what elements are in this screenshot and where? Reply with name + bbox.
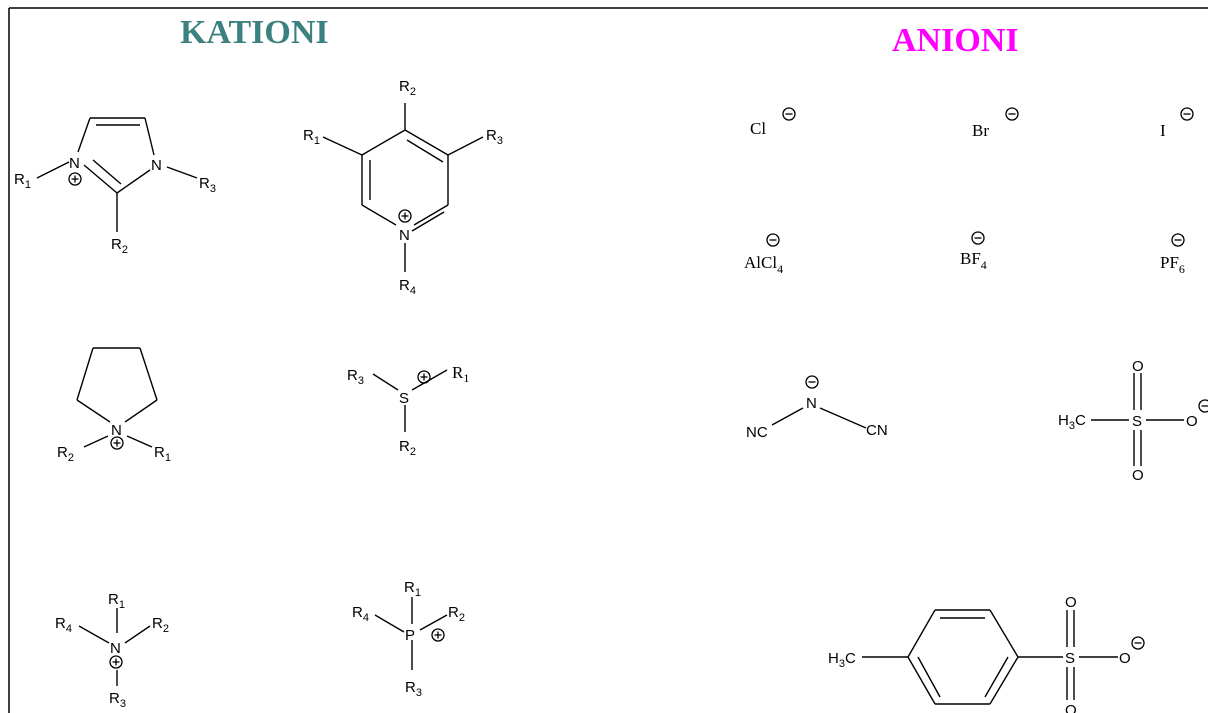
cations-heading: KATIONI: [180, 14, 329, 51]
tosylate-h3c: H3C: [828, 650, 856, 670]
pyrrolidinium-n: N: [111, 422, 122, 439]
phosphonium-r2: R2: [448, 604, 465, 624]
negative-charge-icon: [805, 375, 819, 389]
tetrachloroaluminate-anion: AlCl4: [744, 253, 783, 276]
methanesulfonate-o-minus: O: [1186, 413, 1198, 430]
imidazolium-cation: [36, 117, 198, 232]
ammonium-cation: [78, 608, 151, 686]
dicyanamide-cn: CN: [866, 422, 888, 439]
pyridinium-r3: R3: [486, 127, 503, 147]
imidazolium-r1: R1: [14, 171, 31, 191]
positive-charge-icon: [431, 628, 445, 642]
dicyanamide-nc: NC: [746, 424, 768, 441]
pyrrolidinium-r1: R1: [154, 444, 171, 464]
ammonium-n: N: [110, 640, 121, 657]
tosylate-o-minus: O: [1119, 650, 1131, 667]
negative-charge-icon: [1180, 107, 1194, 121]
positive-charge-icon: [417, 370, 431, 384]
bromide-anion: Br: [972, 121, 989, 140]
methanesulfonate-h3c: H3C: [1058, 412, 1086, 432]
negative-charge-icon: [782, 107, 796, 121]
sulfonium-r2: R2: [399, 438, 416, 458]
ammonium-r3: R3: [109, 690, 126, 710]
ammonium-r4: R4: [55, 615, 72, 635]
negative-charge-icon: [766, 233, 780, 247]
sulfonium-r3: R3: [347, 367, 364, 387]
pyridinium-r4: R4: [399, 277, 416, 297]
negative-charge-icon: [1005, 107, 1019, 121]
methanesulfonate-o-top: O: [1132, 358, 1144, 375]
sulfonium-s: S: [399, 390, 409, 407]
tosylate-anion: [862, 609, 1118, 705]
negative-charge-icon: [1131, 636, 1145, 650]
imidazolium-r2: R2: [111, 236, 128, 256]
tetrafluoroborate-anion: BF4: [960, 249, 987, 272]
sulfonium-cation: [372, 369, 448, 432]
methanesulfonate-anion: [1091, 373, 1184, 466]
phosphonium-r4: R4: [352, 604, 369, 624]
pyridinium-cation: [322, 103, 484, 272]
negative-charge-icon: [1171, 233, 1185, 247]
dicyanamide-n: N: [806, 395, 817, 412]
pyridinium-n: N: [399, 227, 410, 244]
positive-charge-icon: [398, 209, 412, 223]
pyrrolidinium-cation: [76, 347, 158, 448]
imidazolium-n1: N: [69, 155, 80, 172]
dicyanamide-anion: [771, 407, 867, 429]
methanesulfonate-s: S: [1132, 413, 1142, 430]
pyrrolidinium-r2: R2: [57, 444, 74, 464]
phosphonium-cation: [374, 597, 448, 670]
methanesulfonate-o-bottom: O: [1132, 467, 1144, 484]
anions-heading: ANIONI: [892, 22, 1019, 59]
chloride-anion: Cl: [750, 119, 766, 138]
iodide-anion: I: [1160, 121, 1166, 140]
sulfonium-r1: R1: [452, 363, 469, 385]
imidazolium-n3: N: [151, 157, 162, 174]
ammonium-r1: R1: [108, 591, 125, 611]
pyridinium-r2: R2: [399, 78, 416, 98]
tosylate-o-top: O: [1065, 594, 1077, 611]
imidazolium-r3: R3: [199, 175, 216, 195]
hexafluorophosphate-anion: PF6: [1160, 253, 1185, 276]
phosphonium-p: P: [405, 627, 415, 644]
positive-charge-icon: [109, 655, 123, 669]
pyridinium-r1: R1: [303, 127, 320, 147]
positive-charge-icon: [68, 172, 82, 186]
phosphonium-r3: R3: [405, 679, 422, 699]
tosylate-o-bottom: O: [1065, 702, 1077, 713]
phosphonium-r1: R1: [404, 579, 421, 599]
tosylate-s: S: [1065, 650, 1075, 667]
negative-charge-icon: [1198, 399, 1208, 413]
negative-charge-icon: [971, 231, 985, 245]
ammonium-r2: R2: [152, 615, 169, 635]
